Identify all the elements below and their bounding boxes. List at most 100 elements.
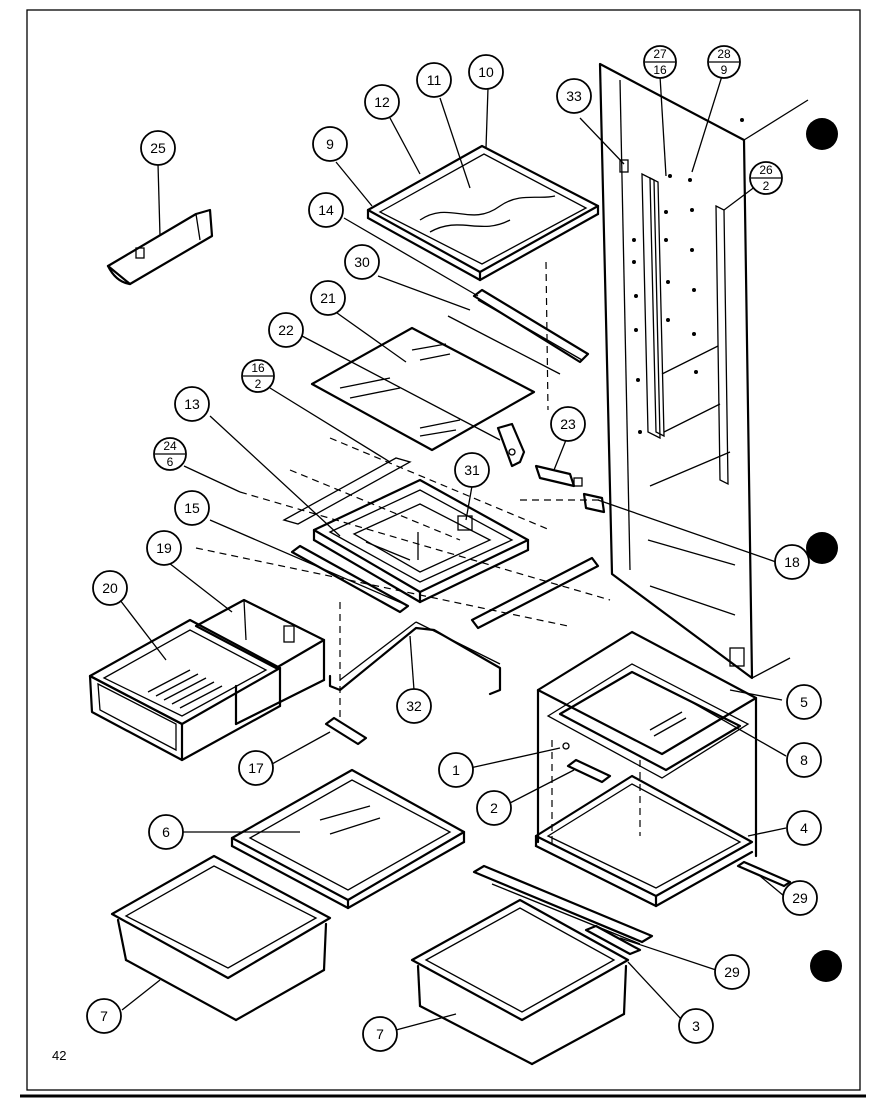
callout-32-label: 32 bbox=[406, 698, 422, 714]
callout-17-label: 17 bbox=[248, 760, 264, 776]
guide-line bbox=[329, 437, 551, 531]
crisper-cover-part-6 bbox=[230, 768, 466, 910]
callout-26-2-top: 26 bbox=[759, 163, 773, 177]
bracket-part-1-and-2 bbox=[562, 742, 612, 784]
callout-24-6-top: 24 bbox=[163, 439, 177, 453]
callout-7-right-label: 7 bbox=[376, 1026, 384, 1042]
crisper-rail-right bbox=[470, 556, 600, 630]
callout-24-6-bottom: 6 bbox=[167, 455, 174, 469]
callout-27-16-bottom: 16 bbox=[653, 63, 667, 77]
callout-11: 11 bbox=[416, 62, 452, 98]
guide-line bbox=[545, 261, 549, 411]
callout-25-label: 25 bbox=[150, 140, 166, 156]
callout-29-right: 29 bbox=[782, 880, 818, 916]
crisper-housing-part-5 bbox=[536, 630, 758, 858]
callout-16-2-top: 16 bbox=[251, 361, 265, 375]
callout-9-label: 9 bbox=[326, 136, 334, 152]
callout-31-label: 31 bbox=[464, 462, 480, 478]
callout-5: 5 bbox=[786, 684, 822, 720]
door-bin-part-25 bbox=[106, 208, 214, 286]
callout-30: 30 bbox=[344, 244, 380, 280]
callout-1: 1 bbox=[438, 752, 474, 788]
callout-1-label: 1 bbox=[452, 762, 460, 778]
callout-11-label: 11 bbox=[427, 72, 442, 88]
support-bracket-part-32 bbox=[328, 621, 502, 696]
callout-17: 17 bbox=[238, 750, 274, 786]
callout-14-label: 14 bbox=[318, 202, 334, 218]
callout-4: 4 bbox=[786, 810, 822, 846]
callout-12-label: 12 bbox=[374, 94, 390, 110]
callout-3: 3 bbox=[678, 1008, 714, 1044]
callout-14: 14 bbox=[308, 192, 344, 228]
callout-23: 23 bbox=[550, 406, 586, 442]
callout-3-label: 3 bbox=[692, 1018, 700, 1034]
callout-7-left-label: 7 bbox=[100, 1008, 108, 1024]
callout-28-9: 28 9 bbox=[707, 45, 741, 79]
callout-10: 10 bbox=[468, 54, 504, 90]
callout-29-lower: 29 bbox=[714, 954, 750, 990]
registration-dot-middle bbox=[806, 532, 838, 564]
callout-23-label: 23 bbox=[560, 416, 576, 432]
glass-shelf-part-21 bbox=[310, 326, 536, 452]
callout-29-lower-label: 29 bbox=[724, 964, 740, 980]
pan-part-7-left bbox=[110, 854, 332, 1022]
callout-8: 8 bbox=[786, 742, 822, 778]
cabinet-liner-panel bbox=[598, 62, 809, 680]
callout-7-right: 7 bbox=[362, 1016, 398, 1052]
guide-line bbox=[289, 469, 461, 541]
callout-15-label: 15 bbox=[184, 500, 200, 516]
callout-8-label: 8 bbox=[800, 752, 808, 768]
callout-16-2-bottom: 2 bbox=[255, 377, 262, 391]
pan-drawer-part-20 bbox=[88, 618, 282, 762]
callout-28-9-top: 28 bbox=[717, 47, 731, 61]
callout-2: 2 bbox=[476, 790, 512, 826]
callout-22: 22 bbox=[268, 312, 304, 348]
callout-25: 25 bbox=[140, 130, 176, 166]
callout-4-label: 4 bbox=[800, 820, 808, 836]
crisper-cover-frame-assembly bbox=[282, 457, 530, 614]
glass-cover-part-8 bbox=[558, 670, 742, 772]
callout-27-16: 27 16 bbox=[643, 45, 677, 79]
callout-10-label: 10 bbox=[478, 64, 494, 80]
callout-5-label: 5 bbox=[800, 694, 808, 710]
callout-7-left: 7 bbox=[86, 998, 122, 1034]
callout-33-label: 33 bbox=[566, 88, 582, 104]
shelf-rail-part-30 bbox=[447, 288, 590, 375]
callout-31: 31 bbox=[454, 452, 490, 488]
callout-29-right-label: 29 bbox=[792, 890, 808, 906]
callout-19-label: 19 bbox=[156, 540, 172, 556]
page-border bbox=[26, 9, 861, 1091]
guide-line bbox=[239, 491, 611, 601]
slide-part-29-right bbox=[736, 860, 792, 888]
guide-line bbox=[195, 547, 569, 627]
registration-dot-bottom bbox=[810, 950, 842, 982]
callout-16-2: 16 2 bbox=[241, 359, 275, 393]
callout-26-2: 26 2 bbox=[749, 161, 783, 195]
callout-33: 33 bbox=[556, 78, 592, 114]
slide-part-17 bbox=[324, 602, 368, 746]
callout-15: 15 bbox=[174, 490, 210, 526]
shelf-clip-part-23 bbox=[534, 464, 583, 488]
callout-20: 20 bbox=[92, 570, 128, 606]
callout-2-label: 2 bbox=[490, 800, 498, 816]
top-glass-shelf-assembly bbox=[366, 144, 600, 282]
callout-21: 21 bbox=[310, 280, 346, 316]
callout-22-label: 22 bbox=[278, 322, 294, 338]
callout-21-label: 21 bbox=[320, 290, 336, 306]
registration-dot-top bbox=[806, 118, 838, 150]
callout-13: 13 bbox=[174, 386, 210, 422]
leader-lines bbox=[119, 75, 787, 1031]
callout-30-label: 30 bbox=[354, 254, 370, 270]
callout-13-label: 13 bbox=[184, 396, 200, 412]
callout-6-label: 6 bbox=[162, 824, 170, 840]
callout-28-9-bottom: 9 bbox=[721, 63, 728, 77]
callout-12: 12 bbox=[364, 84, 400, 120]
callout-27-16-top: 27 bbox=[653, 47, 667, 61]
callout-24-6: 24 6 bbox=[153, 437, 187, 471]
callout-18-label: 18 bbox=[784, 554, 800, 570]
callout-18: 18 bbox=[774, 544, 810, 580]
frame-part-4 bbox=[534, 774, 754, 908]
callout-6: 6 bbox=[148, 814, 184, 850]
